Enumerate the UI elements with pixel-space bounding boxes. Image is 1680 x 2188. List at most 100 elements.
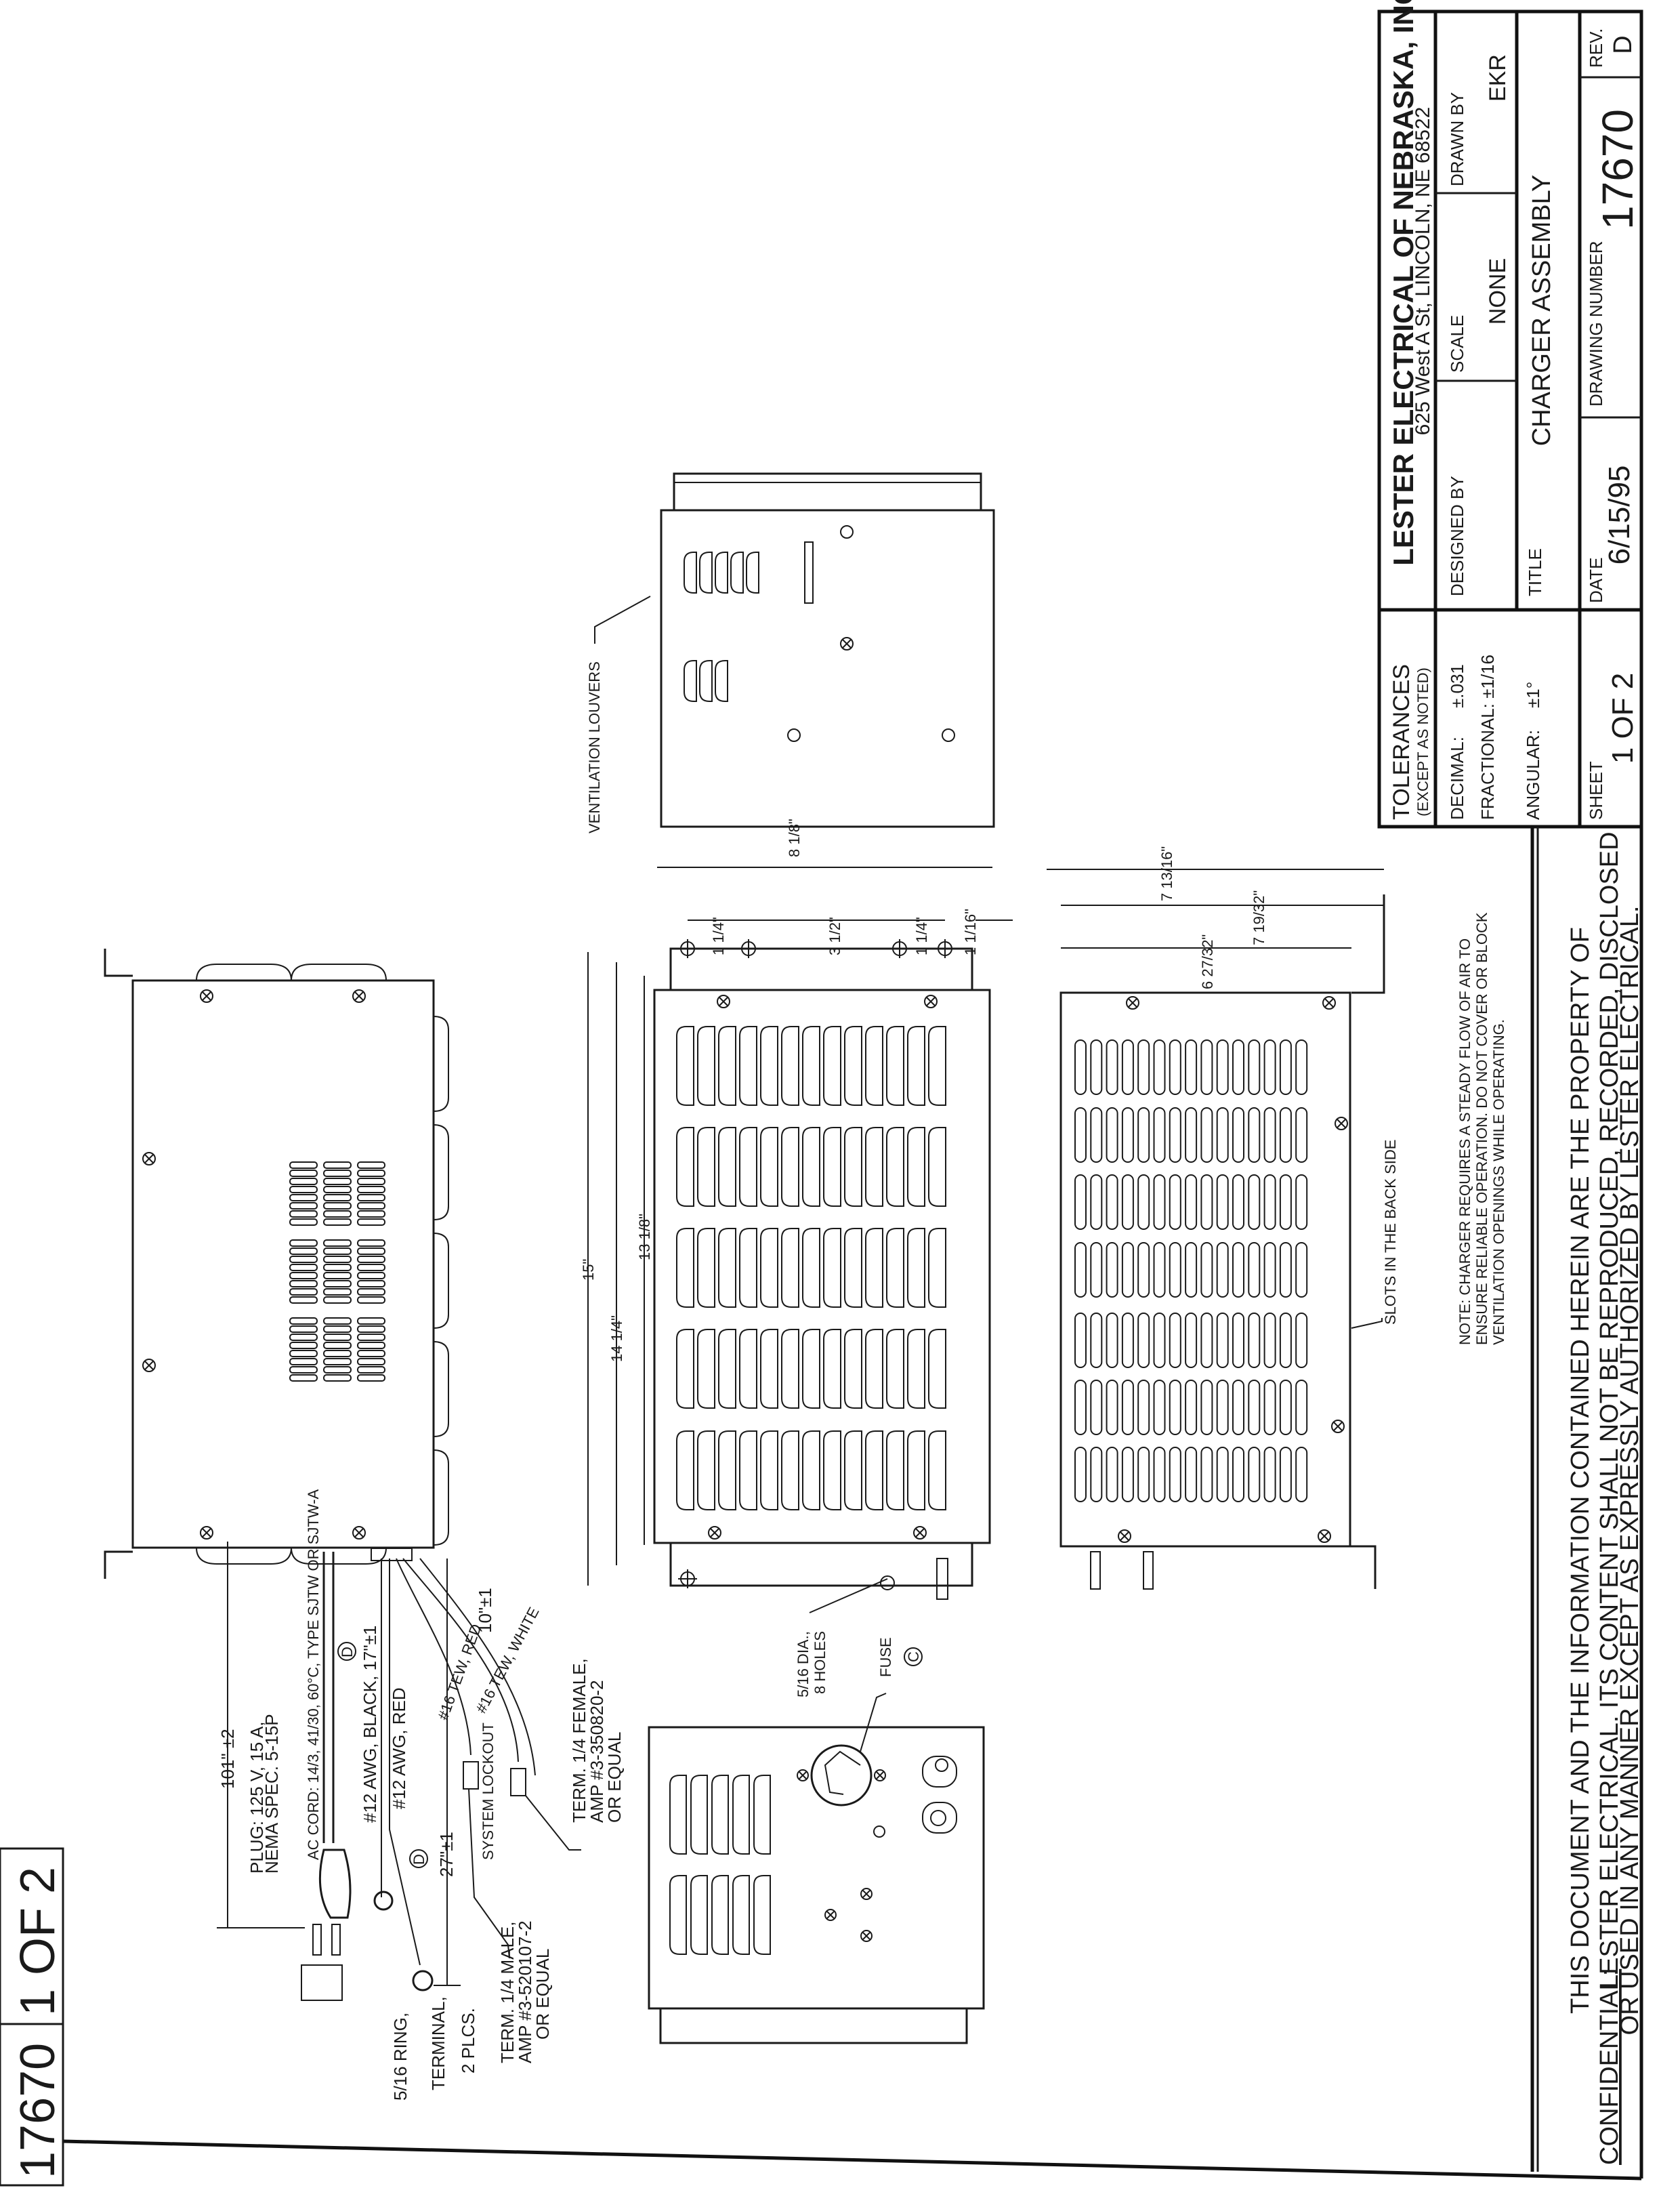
side-bump bbox=[196, 964, 292, 981]
slot bbox=[1121, 1039, 1134, 1095]
slot bbox=[1169, 1242, 1181, 1298]
wire-10-dimension: 10"±1 bbox=[475, 1588, 495, 1633]
louver bbox=[323, 1317, 352, 1325]
slot bbox=[1074, 1380, 1087, 1435]
louver bbox=[715, 660, 728, 702]
louver bbox=[357, 1350, 385, 1357]
tolerances-label: TOLERANCES bbox=[1389, 664, 1414, 820]
slot bbox=[1074, 1242, 1087, 1298]
louver bbox=[718, 1430, 736, 1510]
slot bbox=[1169, 1380, 1181, 1435]
front-view bbox=[653, 939, 991, 1600]
term-female-callout-3: OR EQUAL bbox=[604, 1732, 625, 1823]
slot bbox=[1153, 1313, 1166, 1368]
louver bbox=[823, 1430, 841, 1510]
slot bbox=[1185, 1174, 1198, 1230]
mounting-hole-crosshair bbox=[678, 1569, 697, 1588]
louver bbox=[718, 1127, 736, 1207]
louver bbox=[760, 1430, 778, 1510]
output-connector-icon bbox=[922, 1802, 957, 1834]
term-male-callout-1: TERM. 1/4 MALE, bbox=[497, 1922, 518, 2064]
louver bbox=[781, 1026, 799, 1106]
slot bbox=[1185, 1447, 1198, 1502]
slot bbox=[1106, 1107, 1118, 1163]
edge-drawing-number: 17670 bbox=[11, 2043, 65, 2179]
depth-6-27-32-dimension: 6 27/32" bbox=[1199, 934, 1216, 989]
slot bbox=[1074, 1447, 1087, 1502]
side-bump bbox=[433, 1449, 449, 1546]
louver bbox=[732, 1775, 750, 1855]
louver bbox=[844, 1127, 862, 1207]
screw-icon bbox=[874, 1769, 886, 1781]
fuse-holder-icon bbox=[810, 1744, 873, 1807]
louver bbox=[357, 1280, 385, 1287]
slot bbox=[1263, 1447, 1276, 1502]
female-terminal-icon bbox=[510, 1768, 526, 1796]
hole-spacing-1-1-4-b: 1 1/4" bbox=[913, 917, 930, 955]
louver bbox=[669, 1775, 687, 1855]
slot bbox=[1185, 1039, 1198, 1095]
slot bbox=[1295, 1174, 1308, 1230]
screw-icon bbox=[142, 1152, 156, 1165]
louver bbox=[886, 1430, 904, 1510]
louver bbox=[357, 1178, 385, 1185]
slot bbox=[1200, 1107, 1213, 1163]
slot bbox=[1137, 1380, 1150, 1435]
louver bbox=[323, 1264, 352, 1271]
slot bbox=[1074, 1107, 1087, 1163]
louver bbox=[289, 1350, 318, 1357]
edge-tab: 17670 1 OF 2 bbox=[0, 1847, 65, 2187]
hole-spacing-1-1-4-a: 1 1/4" bbox=[710, 917, 727, 955]
side-bump bbox=[291, 1547, 387, 1565]
slot bbox=[1295, 1380, 1308, 1435]
slot bbox=[1090, 1313, 1103, 1368]
slot bbox=[1200, 1242, 1213, 1298]
louver bbox=[865, 1329, 883, 1409]
plug-icon bbox=[301, 1849, 352, 2001]
louver bbox=[357, 1218, 385, 1226]
louver bbox=[323, 1358, 352, 1365]
holes-callout-1: 5/16 DIA., bbox=[795, 1631, 812, 1697]
screw-icon bbox=[860, 1930, 873, 1942]
louver bbox=[753, 1775, 771, 1855]
slot bbox=[1200, 1039, 1213, 1095]
rev-label: REV. bbox=[1586, 28, 1606, 68]
slot bbox=[1200, 1313, 1213, 1368]
screw-icon bbox=[200, 989, 213, 1003]
title-block: LESTER ELECTRICAL OF NEBRASKA, INC. 625 … bbox=[1377, 0, 1643, 829]
louver bbox=[676, 1026, 694, 1106]
screw-icon bbox=[1331, 1420, 1345, 1433]
screw-icon bbox=[1118, 1529, 1131, 1543]
ring-terminal-callout-1: 5/16 RING, bbox=[390, 2012, 411, 2101]
slot bbox=[1216, 1174, 1229, 1230]
height-14-1-4-dimension: 14 1/4" bbox=[608, 1315, 625, 1362]
louver bbox=[718, 1329, 736, 1409]
slot bbox=[1090, 1174, 1103, 1230]
louver bbox=[711, 1775, 729, 1855]
louver bbox=[928, 1026, 946, 1106]
louver bbox=[289, 1280, 318, 1287]
wire-27-dimension: 27"±1 bbox=[436, 1832, 457, 1877]
slot bbox=[1185, 1380, 1198, 1435]
screw-icon bbox=[860, 1888, 873, 1900]
revision-marker-text: C bbox=[905, 1651, 922, 1662]
slot bbox=[1185, 1313, 1198, 1368]
louver bbox=[289, 1186, 318, 1193]
louver bbox=[684, 660, 697, 702]
bottom-view bbox=[648, 1578, 985, 2044]
screw-icon bbox=[1335, 1117, 1348, 1130]
louver bbox=[289, 1272, 318, 1279]
hole-spacing-3-1-2: 3 1/2" bbox=[826, 917, 843, 955]
side-bump bbox=[433, 1341, 449, 1437]
male-terminal-icon bbox=[463, 1761, 479, 1790]
date-label: DATE bbox=[1586, 558, 1606, 603]
louver bbox=[676, 1127, 694, 1207]
drawing-number-label: DRAWING NUMBER bbox=[1586, 241, 1606, 407]
louver bbox=[844, 1329, 862, 1409]
louver bbox=[690, 1775, 708, 1855]
louver bbox=[357, 1317, 385, 1325]
fractional-tolerance: FRACTIONAL: ±1/16 bbox=[1477, 655, 1498, 820]
louver bbox=[907, 1228, 925, 1308]
slot bbox=[1153, 1039, 1166, 1095]
screw-icon bbox=[352, 989, 366, 1003]
